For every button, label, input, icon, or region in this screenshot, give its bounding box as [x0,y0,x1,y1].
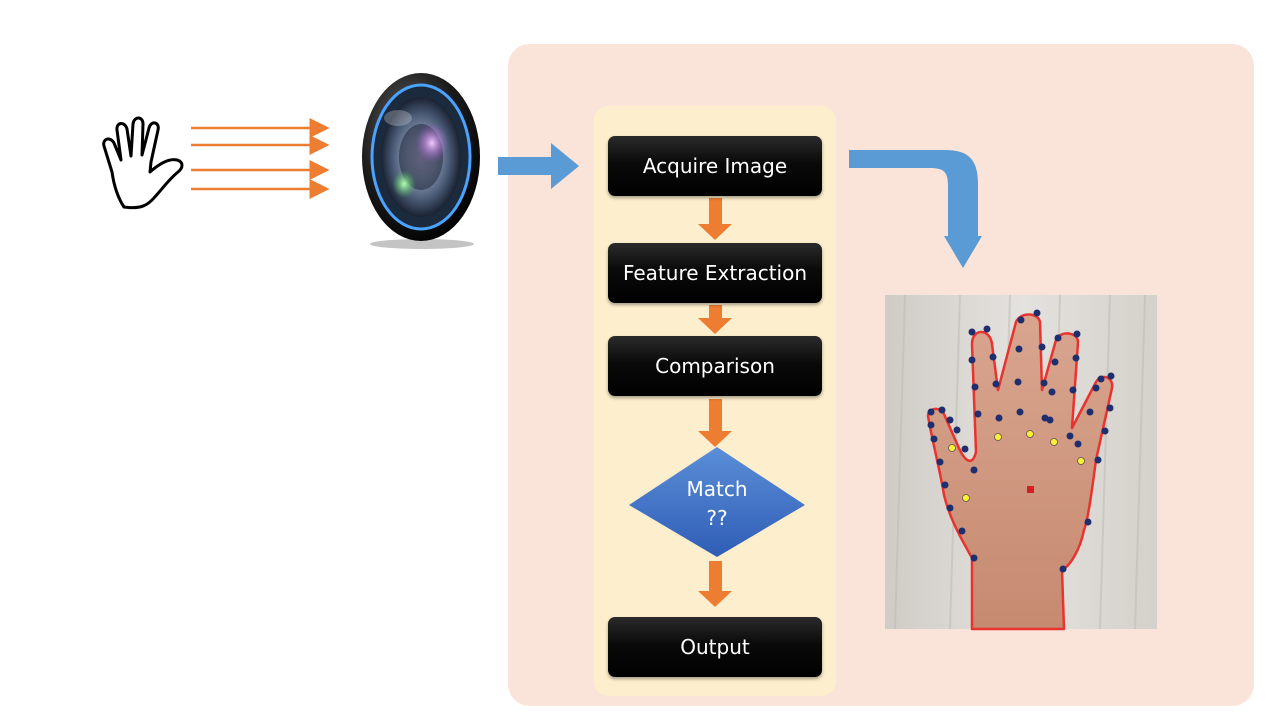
flow-arrows [698,198,732,607]
hand-outline-icon [102,116,184,210]
comparison-step: Comparison [608,336,822,396]
result-arrow [849,150,982,268]
acquire-image-label: Acquire Image [642,154,788,178]
light-rays [191,118,330,199]
feature-extraction-step: Feature Extraction [608,243,822,303]
output-step: Output [608,617,822,677]
hand-landmark-image [885,294,1157,631]
match-decision-line1: Match [686,477,748,501]
comparison-label: Comparison [655,354,775,378]
match-decision-diamond [629,447,805,557]
capture-arrow [498,143,579,189]
output-label: Output [680,635,750,659]
match-decision-line2: ?? [706,506,728,530]
match-decision-label: Match ?? [640,475,794,539]
feature-extraction-label: Feature Extraction [622,261,808,285]
acquire-image-step: Acquire Image [608,136,822,196]
camera-lens-icon [362,73,480,249]
